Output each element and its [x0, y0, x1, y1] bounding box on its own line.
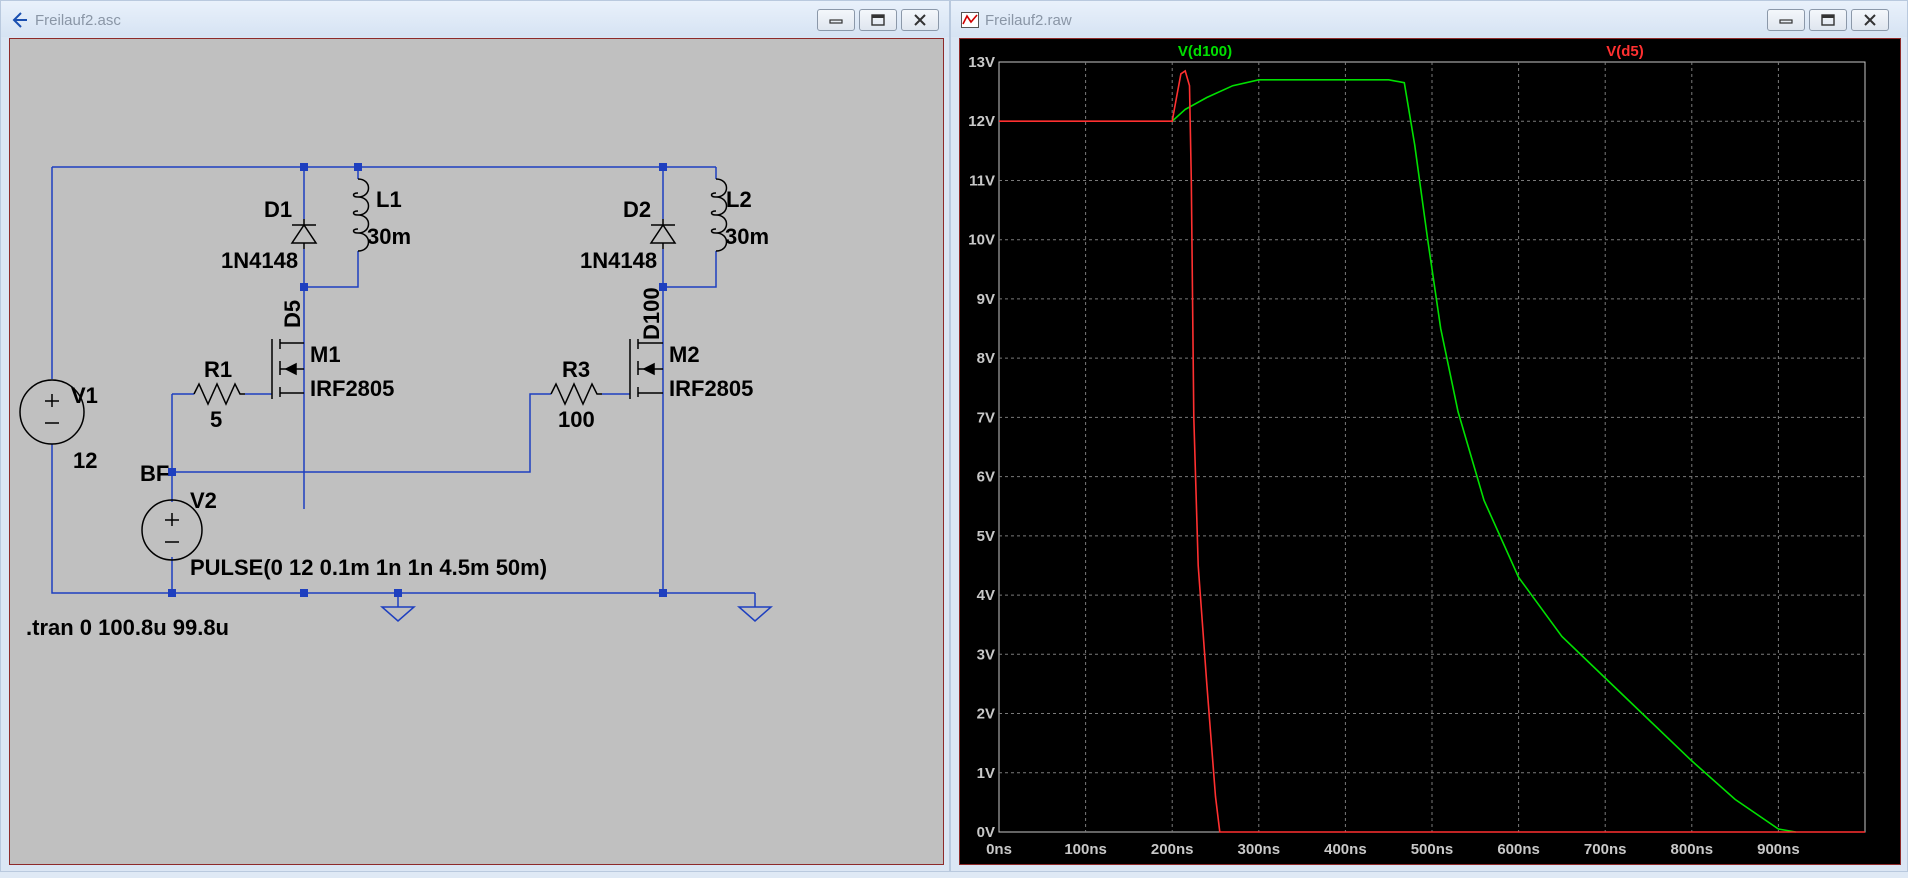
inductor-l1[interactable] [352, 178, 370, 252]
close-button[interactable] [1851, 9, 1889, 31]
v2-pulse-spec: PULSE(0 12 0.1m 1n 1n 4.5m 50m) [190, 555, 547, 580]
net-label-d5: D5 [280, 300, 305, 328]
waveform-viewer-icon [961, 12, 979, 28]
x-tick-label: 700ns [1584, 841, 1627, 858]
y-tick-label: 8V [977, 350, 995, 367]
diode-d2[interactable] [649, 219, 677, 249]
restore-icon [871, 14, 885, 26]
waveform-window: Freilauf2.raw 0ns 100ns 200ns 300ns 400ns 500… [950, 0, 1908, 872]
r3-name: R3 [562, 357, 590, 382]
ground-symbol [380, 606, 416, 622]
y-tick-label: 2V [977, 706, 995, 723]
x-tick-label: 300ns [1238, 841, 1281, 858]
trace-vd5[interactable] [999, 69, 1865, 833]
m1-name: M1 [310, 342, 341, 367]
waveform-chart[interactable]: 0ns 100ns 200ns 300ns 400ns 500ns 600ns 700ns 80… [960, 39, 1901, 865]
schematic-window-title: Freilauf2.asc [35, 12, 121, 29]
net-label-bf: BF [140, 461, 169, 486]
schematic-drawing: D1 1N4148 L1 30m D2 1N4148 L2 30m D5 D10… [19, 163, 773, 640]
trace-label[interactable]: V(d100) [1178, 43, 1232, 60]
schematic-window: Freilauf2.asc [0, 0, 950, 872]
trace-label[interactable]: V(d5) [1606, 43, 1644, 60]
minimize-button[interactable] [1767, 9, 1805, 31]
v2-name: V2 [190, 488, 217, 513]
diode-d1[interactable] [290, 219, 318, 249]
x-tick-label: 0ns [986, 841, 1012, 858]
l1-name: L1 [376, 187, 402, 212]
ground-symbol [737, 606, 773, 622]
y-tick-label: 0V [977, 824, 995, 841]
y-tick-label: 11V [969, 172, 995, 189]
ltspice-schematic-icon [12, 12, 27, 28]
r1-name: R1 [204, 357, 232, 382]
close-icon [1864, 14, 1876, 26]
restore-button[interactable] [859, 9, 897, 31]
d1-name: D1 [264, 197, 292, 222]
m2-model: IRF2805 [669, 376, 753, 401]
y-tick-label: 3V [977, 646, 995, 663]
r3-value: 100 [558, 407, 595, 432]
x-tick-label: 800ns [1671, 841, 1714, 858]
minimize-icon [829, 19, 843, 24]
x-tick-label: 500ns [1411, 841, 1454, 858]
v1-value: 12 [73, 448, 97, 473]
v1-name: V1 [71, 383, 98, 408]
resistor-r3[interactable] [550, 382, 602, 406]
y-tick-label: 13V [968, 54, 995, 71]
restore-icon [1821, 14, 1835, 26]
voltage-source-v1[interactable] [19, 379, 85, 445]
m1-model: IRF2805 [310, 376, 394, 401]
x-tick-label: 600ns [1497, 841, 1540, 858]
y-tick-label: 10V [968, 232, 995, 249]
d2-model: 1N4148 [580, 248, 657, 273]
restore-button[interactable] [1809, 9, 1847, 31]
mosfet-m2[interactable] [629, 339, 663, 399]
inductor-l2[interactable] [710, 178, 728, 252]
y-tick-label: 5V [977, 528, 995, 545]
x-tick-label: 200ns [1151, 841, 1194, 858]
d1-model: 1N4148 [221, 248, 298, 273]
schematic-canvas[interactable]: D1 1N4148 L1 30m D2 1N4148 L2 30m D5 D10… [9, 38, 944, 865]
tran-directive[interactable]: .tran 0 100.8u 99.8u [26, 615, 229, 640]
schematic-titlebar[interactable]: Freilauf2.asc [1, 1, 949, 37]
net-label-d100: D100 [639, 287, 664, 340]
x-tick-label: 400ns [1324, 841, 1367, 858]
y-tick-label: 9V [977, 291, 995, 308]
r1-value: 5 [210, 407, 222, 432]
junction-dots [168, 163, 667, 597]
m2-name: M2 [669, 342, 700, 367]
y-tick-label: 12V [968, 113, 995, 130]
l1-value: 30m [367, 224, 411, 249]
x-tick-label: 900ns [1757, 841, 1800, 858]
y-tick-label: 1V [977, 765, 995, 782]
close-icon [914, 14, 926, 26]
x-tick-label: 100ns [1064, 841, 1107, 858]
y-tick-label: 7V [977, 409, 995, 426]
waveform-window-title: Freilauf2.raw [985, 12, 1072, 29]
l2-value: 30m [725, 224, 769, 249]
d2-name: D2 [623, 197, 651, 222]
l2-name: L2 [726, 187, 752, 212]
minimize-button[interactable] [817, 9, 855, 31]
mosfet-m1[interactable] [271, 339, 304, 399]
waveform-titlebar[interactable]: Freilauf2.raw [951, 1, 1907, 37]
close-button[interactable] [901, 9, 939, 31]
waveform-plot-pane[interactable]: 0ns 100ns 200ns 300ns 400ns 500ns 600ns 700ns 80… [959, 38, 1901, 865]
y-tick-label: 4V [977, 587, 995, 604]
voltage-source-v2[interactable] [141, 499, 203, 561]
wires [51, 166, 756, 607]
trace-vd100[interactable] [1171, 78, 1796, 833]
resistor-r1[interactable] [193, 382, 245, 406]
minimize-icon [1779, 19, 1793, 24]
y-tick-label: 6V [977, 469, 995, 486]
